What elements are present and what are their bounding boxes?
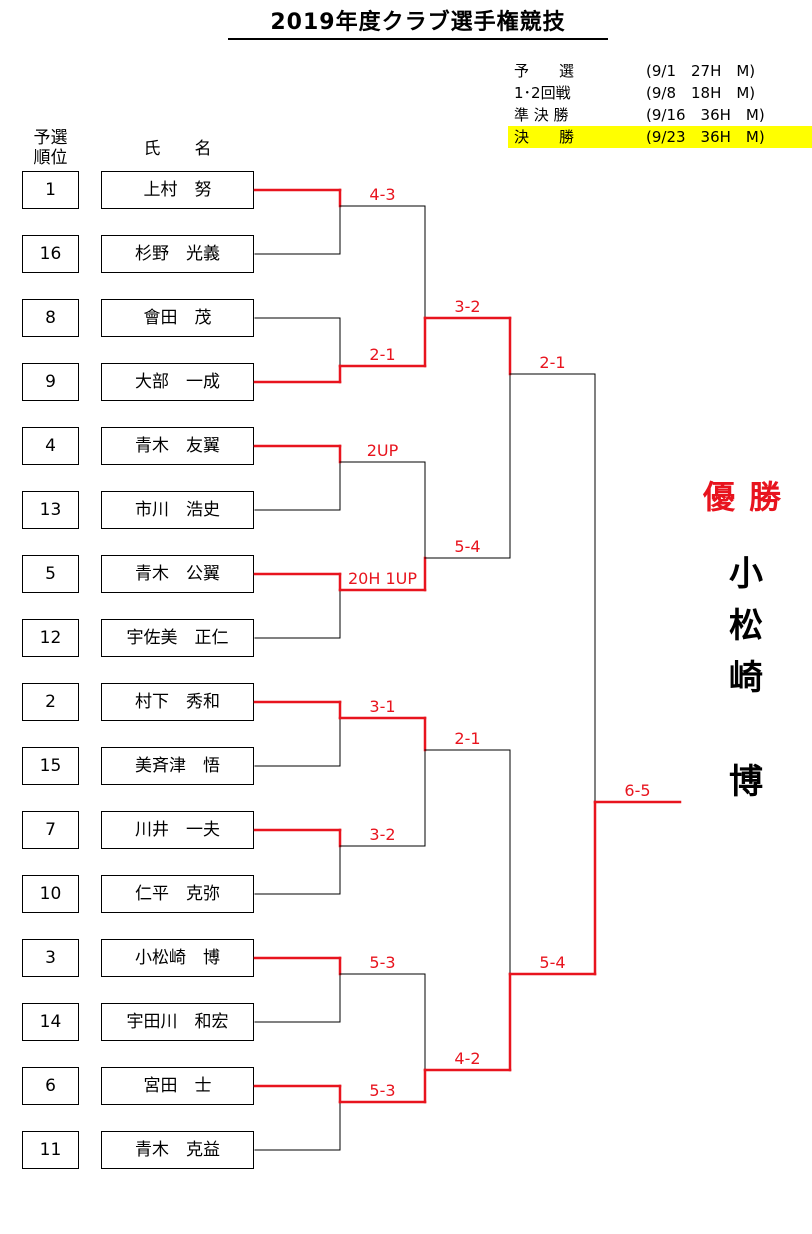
match-score: 5-4 xyxy=(539,953,565,972)
seed-box: 3 xyxy=(22,939,79,977)
schedule-date: (9/8 18H M) xyxy=(646,84,756,102)
player-name: 宮田 士 xyxy=(101,1067,254,1105)
seed-box: 4 xyxy=(22,427,79,465)
seed-box: 10 xyxy=(22,875,79,913)
match-score: 3-2 xyxy=(369,825,395,844)
schedule-row: 決 勝 (9/23 36H M) xyxy=(508,126,812,148)
player-name: 宇田川 和宏 xyxy=(101,1003,254,1041)
player-name: 市川 浩史 xyxy=(101,491,254,529)
player-name: 青木 公翼 xyxy=(101,555,254,593)
player-name: 村下 秀和 xyxy=(101,683,254,721)
match-score: 5-3 xyxy=(369,1081,395,1100)
match-score: 6-5 xyxy=(624,781,650,800)
schedule-round: 決 勝 xyxy=(514,128,575,146)
schedule-round: 予 選 xyxy=(514,62,575,80)
seed-box: 2 xyxy=(22,683,79,721)
schedule-date: (9/23 36H M) xyxy=(646,128,765,146)
seed-box: 9 xyxy=(22,363,79,401)
player-name: 川井 一夫 xyxy=(101,811,254,849)
player-name: 青木 克益 xyxy=(101,1131,254,1169)
player-name: 小松崎 博 xyxy=(101,939,254,977)
winner-label: 優勝 xyxy=(702,478,795,516)
seed-box: 11 xyxy=(22,1131,79,1169)
seed-box: 5 xyxy=(22,555,79,593)
player-name: 上村 努 xyxy=(101,171,254,209)
player-name: 青木 友翼 xyxy=(101,427,254,465)
schedule-row: 1･2回戦 (9/8 18H M) xyxy=(508,82,812,104)
match-score: 3-2 xyxy=(454,297,480,316)
seed-box: 8 xyxy=(22,299,79,337)
name-header: 氏 名 xyxy=(143,139,212,159)
match-score: 4-3 xyxy=(369,185,395,204)
match-score: 2-1 xyxy=(454,729,480,748)
schedule-row: 準 決 勝 (9/16 36H M) xyxy=(508,104,812,126)
schedule-row: 予 選 (9/1 27H M) xyxy=(508,60,812,82)
seed-box: 7 xyxy=(22,811,79,849)
player-name: 美斉津 悟 xyxy=(101,747,254,785)
seed-box: 6 xyxy=(22,1067,79,1105)
match-score: 4-2 xyxy=(454,1049,480,1068)
page-title: 2019年度クラブ選手権競技 xyxy=(228,8,608,40)
seed-box: 12 xyxy=(22,619,79,657)
match-score: 20H 1UP xyxy=(348,569,417,588)
seed-box: 13 xyxy=(22,491,79,529)
player-name: 仁平 克弥 xyxy=(101,875,254,913)
player-name: 會田 茂 xyxy=(101,299,254,337)
seed-header: 予選 順位 xyxy=(33,128,68,168)
schedule-date: (9/16 36H M) xyxy=(646,106,765,124)
player-name: 宇佐美 正仁 xyxy=(101,619,254,657)
match-score: 2UP xyxy=(367,441,399,460)
match-score: 2-1 xyxy=(539,353,565,372)
match-score: 5-3 xyxy=(369,953,395,972)
seed-box: 1 xyxy=(22,171,79,209)
match-score: 3-1 xyxy=(369,697,395,716)
schedule-round: 準 決 勝 xyxy=(514,106,569,124)
player-name: 杉野 光義 xyxy=(101,235,254,273)
schedule-round: 1･2回戦 xyxy=(514,84,571,102)
seed-box: 14 xyxy=(22,1003,79,1041)
schedule-date: (9/1 27H M) xyxy=(646,62,756,80)
match-score: 5-4 xyxy=(454,537,480,556)
seed-box: 15 xyxy=(22,747,79,785)
match-score: 2-1 xyxy=(369,345,395,364)
champion-name: 小 松 崎 博 xyxy=(729,554,763,802)
player-name: 大部 一成 xyxy=(101,363,254,401)
seed-box: 16 xyxy=(22,235,79,273)
